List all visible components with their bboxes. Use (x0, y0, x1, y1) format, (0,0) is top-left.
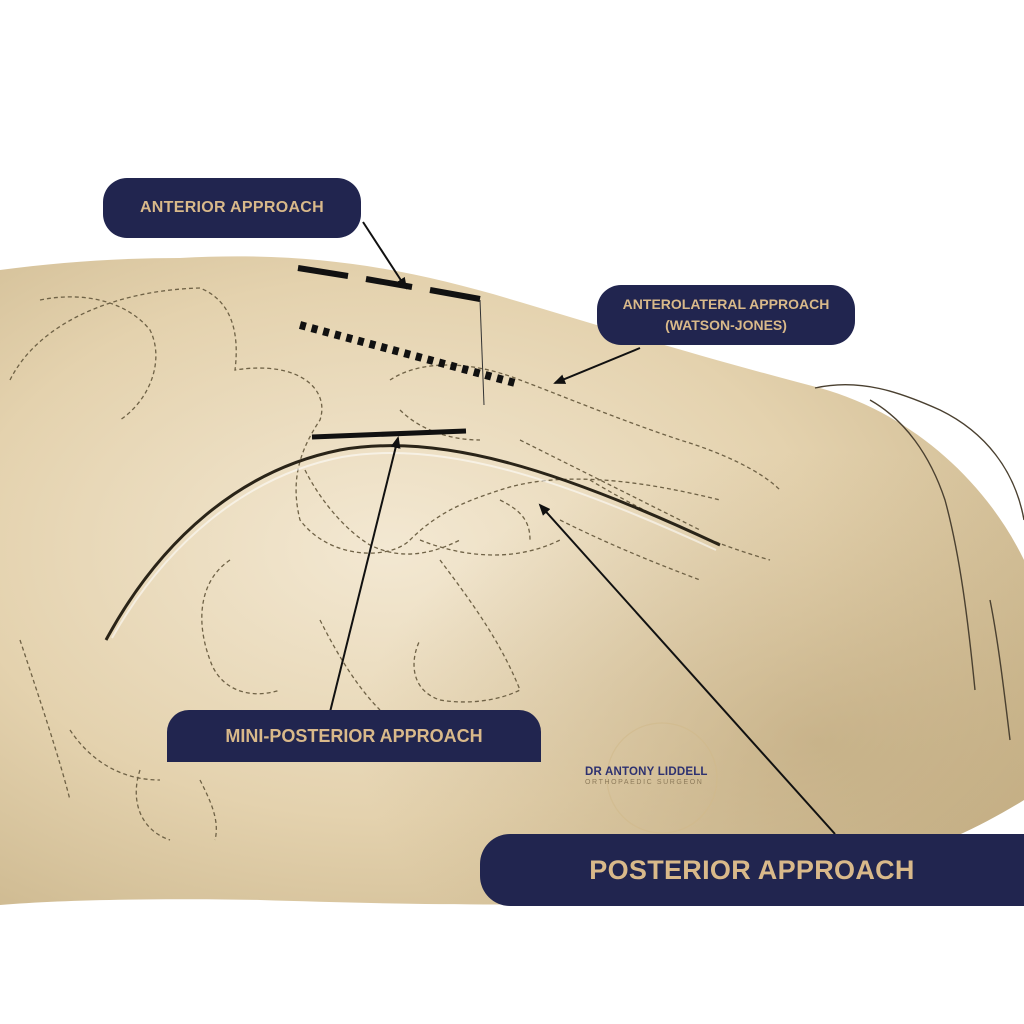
arrow-anterior (362, 221, 408, 290)
watermark-subtitle: ORTHOPAEDIC SURGEON (585, 779, 704, 786)
anterolateral-approach-label: ANTEROLATERAL APPROACH (WATSON-JONES) (597, 285, 855, 345)
knee-outline (814, 383, 1024, 741)
mini-posterior-incision (311, 428, 467, 440)
arrow-mini-posterior (329, 436, 401, 713)
mini-posterior-approach-label: MINI-POSTERIOR APPROACH (167, 710, 541, 762)
arrow-anterolateral (553, 347, 641, 384)
posterior-incision-highlight (111, 451, 717, 639)
posterior-approach-label: POSTERIOR APPROACH (480, 834, 1024, 906)
body-shading (0, 256, 1024, 905)
anterior-guide-line (479, 299, 485, 406)
posterior-incision (104, 444, 721, 641)
arrow-posterior (538, 503, 836, 835)
anterior-approach-label: ANTERIOR APPROACH (103, 178, 361, 238)
watermark-name: DR ANTONY LIDDELL (585, 766, 708, 778)
watermark-circle (606, 722, 718, 834)
watermark: DR ANTONY LIDDELL ORTHOPAEDIC SURGEON (585, 766, 725, 786)
anterolateral-incision (298, 321, 517, 387)
